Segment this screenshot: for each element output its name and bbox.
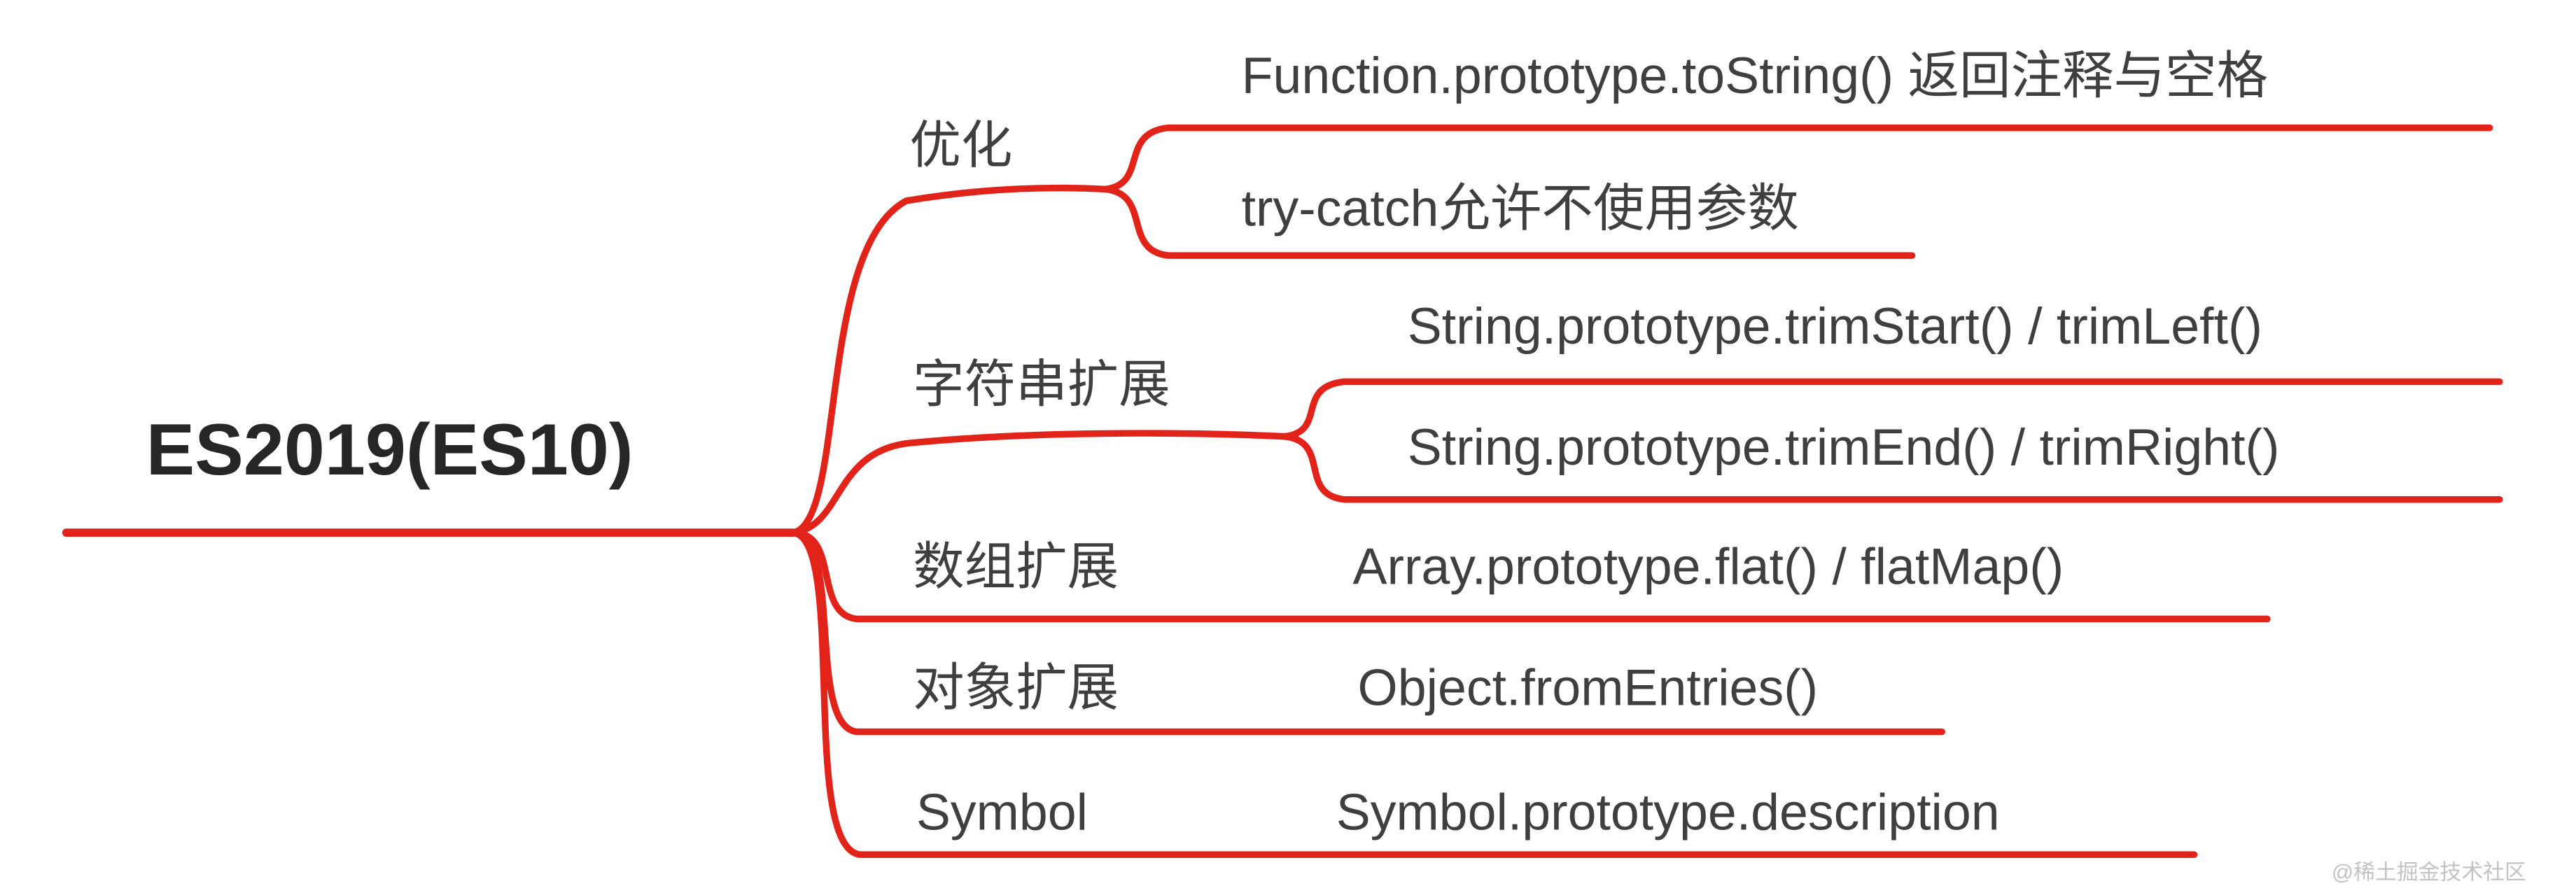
leaf-node-try-catch: try-catch允许不使用参数 (1241, 179, 1799, 238)
leaf-node-trimend: String.prototype.trimEnd() / trimRight() (1407, 418, 2280, 477)
leaf-node-trimstart: String.prototype.trimStart() / trimLeft(… (1407, 297, 2262, 356)
branch-node-object-extension: 对象扩展 (913, 659, 1119, 717)
branch-node-symbol: Symbol (916, 783, 1088, 842)
leaf-node-function-tostring: Function.prototype.toString() 返回注释与空格 (1241, 46, 2269, 105)
branch-line-array (790, 529, 2271, 623)
branch-node-array-extension: 数组扩展 (913, 537, 1119, 596)
leaf-node-array-flat: Array.prototype.flat() / flatMap() (1352, 537, 2064, 596)
fork-optimization-top (1102, 124, 2493, 193)
branch-curve-string (790, 430, 1288, 536)
root-node-es2019: ES2019(ES10) (146, 409, 634, 491)
branch-curve-optimization (790, 184, 1109, 536)
branch-node-optimization: 优化 (909, 115, 1013, 174)
watermark-juejin: @稀土掘金技术社区 (2331, 859, 2526, 885)
fork-string-bottom (1281, 433, 2503, 503)
leaf-node-object-fromentries: Object.fromEntries() (1357, 659, 1819, 717)
leaf-node-symbol-description: Symbol.prototype.description (1336, 783, 2000, 842)
fork-optimization-bottom (1102, 185, 1916, 259)
fork-string-top (1281, 378, 2503, 440)
branch-node-string-extension: 字符串扩展 (913, 355, 1170, 414)
branch-line-symbol (790, 529, 2198, 858)
